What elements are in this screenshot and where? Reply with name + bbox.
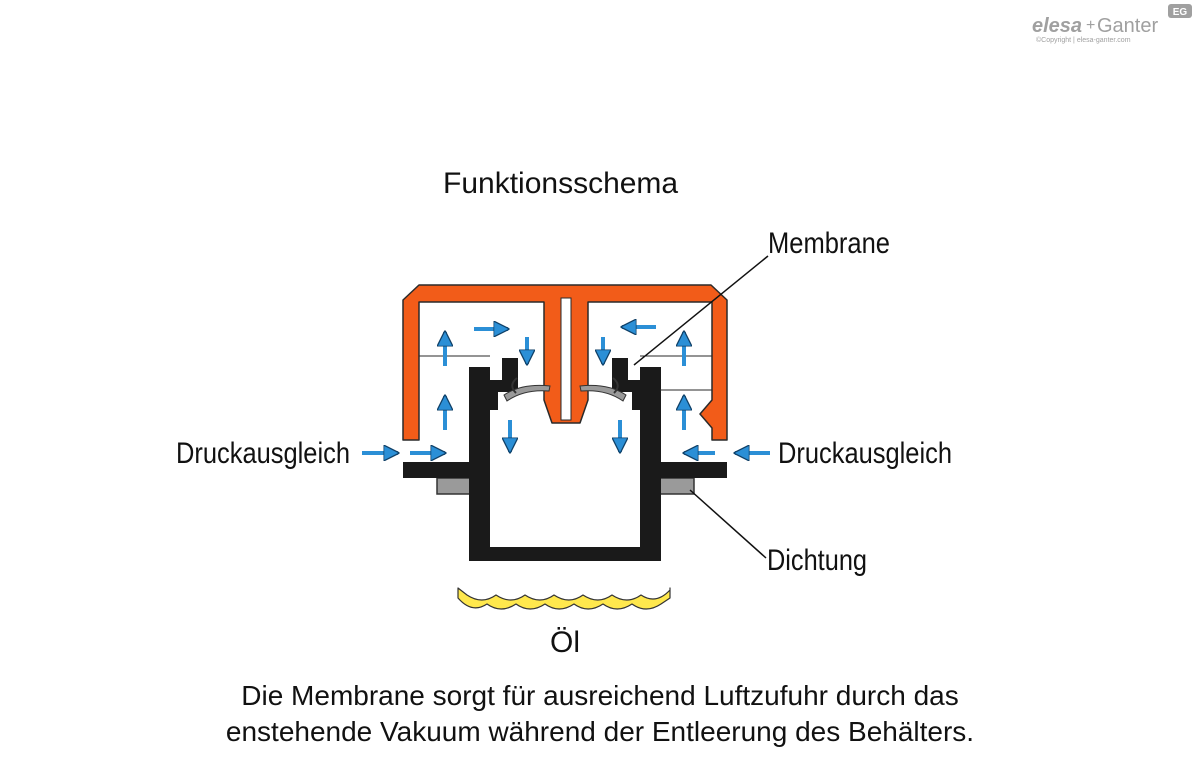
membrane-clip-left [511, 377, 518, 394]
logo-brand-plus: + [1086, 17, 1095, 34]
airflow-arrows [362, 327, 770, 453]
label-membrane: Membrane [768, 227, 890, 260]
cap-vent-slot [560, 297, 572, 421]
label-seal: Dichtung [767, 544, 867, 577]
diagram-title: Funktionsschema [443, 167, 678, 200]
label-oil: Öl [550, 626, 580, 659]
membrane-housing-left [490, 358, 518, 410]
logo-badge: EG [1173, 7, 1188, 18]
elesa-ganter-logo: elesa + Ganter EG ©Copyright | elesa-gan… [1032, 4, 1192, 44]
logo-badge-box [1168, 4, 1192, 18]
label-pressure-left: Druckausgleich [176, 437, 350, 470]
logo-copyright: ©Copyright | elesa-ganter.com [1036, 36, 1131, 44]
container-body [469, 367, 661, 561]
seal-leader-line [689, 489, 767, 559]
flange-left [403, 462, 471, 478]
diagram-caption: Die Membrane sorgt für ausreichend Luftz… [100, 678, 1100, 750]
membrane-leader-line [633, 255, 769, 366]
membrane-flap-left [503, 384, 551, 402]
oil-surface [457, 587, 671, 610]
caption-line-1: Die Membrane sorgt für ausreichend Luftz… [241, 680, 959, 711]
seal-left [436, 477, 472, 495]
membrane-clip-right [612, 377, 619, 394]
logo-brand-left: elesa [1032, 15, 1082, 37]
logo-brand-right: Ganter [1097, 15, 1158, 37]
caption-line-2: enstehende Vakuum während der Entleerung… [225, 716, 975, 747]
seal-right [659, 477, 695, 495]
label-pressure-right: Druckausgleich [778, 437, 952, 470]
membrane-housing-right [612, 358, 640, 410]
membrane-flap-right [579, 384, 627, 402]
flange-right [659, 462, 727, 478]
